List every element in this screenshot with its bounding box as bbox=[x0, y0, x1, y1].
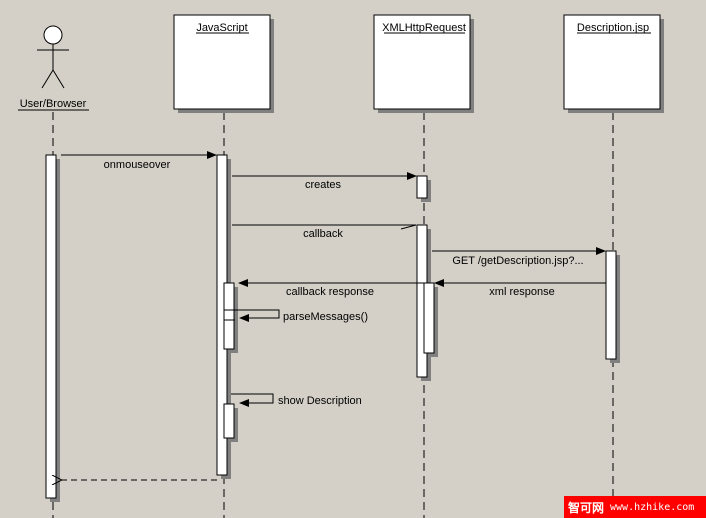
activation-javascript-show bbox=[223, 403, 238, 442]
message-callback-response-label: callback response bbox=[286, 286, 374, 298]
watermark-url-text: www.hzhike.com bbox=[610, 501, 695, 513]
participant-description-jsp-label: Description.jsp bbox=[577, 22, 649, 34]
actor-label: User/Browser bbox=[20, 98, 87, 110]
message-callback-label: callback bbox=[303, 228, 343, 240]
participant-xmlhttprequest-label: XMLHttpRequest bbox=[382, 22, 466, 34]
message-parse-messages-label: parseMessages() bbox=[283, 311, 368, 323]
message-onmouseover-label: onmouseover bbox=[104, 159, 171, 171]
activation-xmlhttprequest-create bbox=[416, 175, 431, 202]
message-callback-arrowhead bbox=[400, 224, 417, 230]
watermark-badge: 智可网 www.hzhike.com bbox=[564, 496, 706, 518]
activation-description-jsp bbox=[605, 250, 620, 363]
message-show-description-self bbox=[231, 393, 274, 407]
actor-stick-figure-icon bbox=[37, 25, 69, 89]
activation-javascript-parse bbox=[223, 282, 238, 353]
participant-javascript bbox=[173, 14, 271, 110]
message-get-description-label: GET /getDescription.jsp?... bbox=[452, 255, 583, 267]
participant-javascript-label: JavaScript bbox=[196, 22, 247, 34]
watermark-cn-text: 智可网 bbox=[568, 500, 605, 515]
participant-description-jsp bbox=[563, 14, 661, 110]
message-creates-label: creates bbox=[305, 179, 342, 191]
activation-xmlhttprequest-inner bbox=[423, 282, 438, 357]
message-xml-response-label: xml response bbox=[489, 286, 554, 298]
participant-xmlhttprequest bbox=[373, 14, 471, 110]
message-show-description-label: show Description bbox=[278, 395, 362, 407]
message-parse-messages-self bbox=[224, 309, 280, 322]
activation-user-browser bbox=[45, 154, 60, 502]
